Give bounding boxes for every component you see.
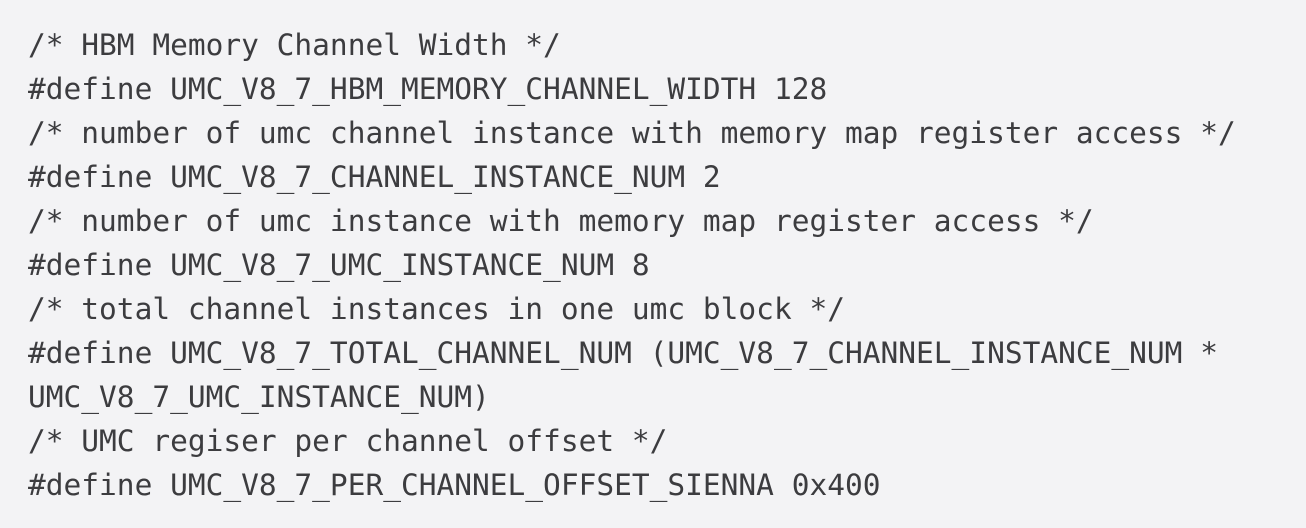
code-line-comment-hbm-width: /* HBM Memory Channel Width */ — [28, 28, 561, 62]
code-line-comment-channel-instance: /* number of umc channel instance with m… — [28, 116, 1236, 150]
code-line-comment-umc-instance: /* number of umc instance with memory ma… — [28, 204, 1094, 238]
code-line-define-total-channel-cont: UMC_V8_7_UMC_INSTANCE_NUM) — [28, 380, 490, 414]
code-line-define-channel-offset: #define UMC_V8_7_PER_CHANNEL_OFFSET_SIEN… — [28, 468, 881, 502]
code-line-define-umc-instance: #define UMC_V8_7_UMC_INSTANCE_NUM 8 — [28, 248, 650, 282]
code-line-define-total-channel: #define UMC_V8_7_TOTAL_CHANNEL_NUM (UMC_… — [28, 336, 1218, 370]
code-line-comment-total-channel: /* total channel instances in one umc bl… — [28, 292, 845, 326]
code-line-define-channel-instance: #define UMC_V8_7_CHANNEL_INSTANCE_NUM 2 — [28, 160, 721, 194]
code-line-comment-channel-offset: /* UMC regiser per channel offset */ — [28, 424, 668, 458]
code-line-define-hbm-width: #define UMC_V8_7_HBM_MEMORY_CHANNEL_WIDT… — [28, 72, 828, 106]
